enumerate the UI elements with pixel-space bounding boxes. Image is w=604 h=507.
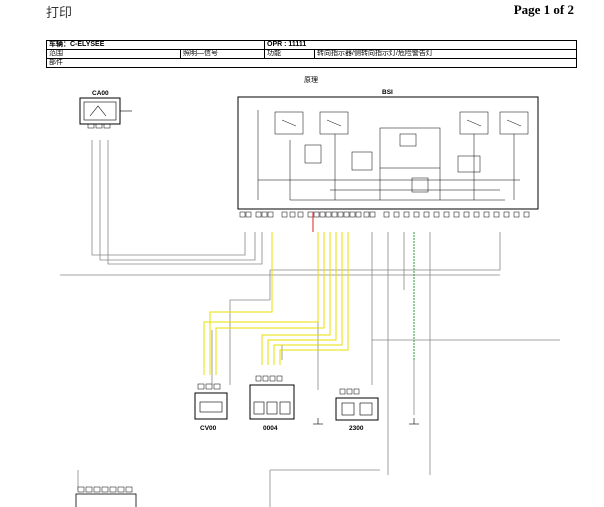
section-title: 原理: [304, 77, 318, 84]
c0004-label: 0004: [263, 425, 278, 432]
info-table: 车辆：C-ELYSEE OPR : 11111 范围 照明—信号 功能 转向指示…: [46, 40, 577, 68]
c2300-component: 2300: [335, 388, 379, 432]
c2300-label: 2300: [349, 425, 364, 432]
c0004-component: 0004: [249, 375, 295, 432]
bottom-left-connector: [75, 486, 137, 507]
grey-wires: [60, 140, 560, 507]
ground-symbols: [313, 418, 419, 425]
print-label: 打印: [46, 6, 73, 21]
cv00-component: CV00: [194, 383, 228, 432]
cv00-label: CV00: [200, 425, 217, 432]
ca00-component: CA00: [79, 90, 132, 129]
bsi-label: BSI: [382, 89, 393, 96]
part-cell: 部件: [46, 58, 577, 68]
yellow-wires: [203, 232, 349, 375]
page-number: Page 1 of 2: [513, 2, 574, 17]
ca00-label: CA00: [92, 90, 109, 97]
bsi-component: BSI: [237, 89, 539, 218]
